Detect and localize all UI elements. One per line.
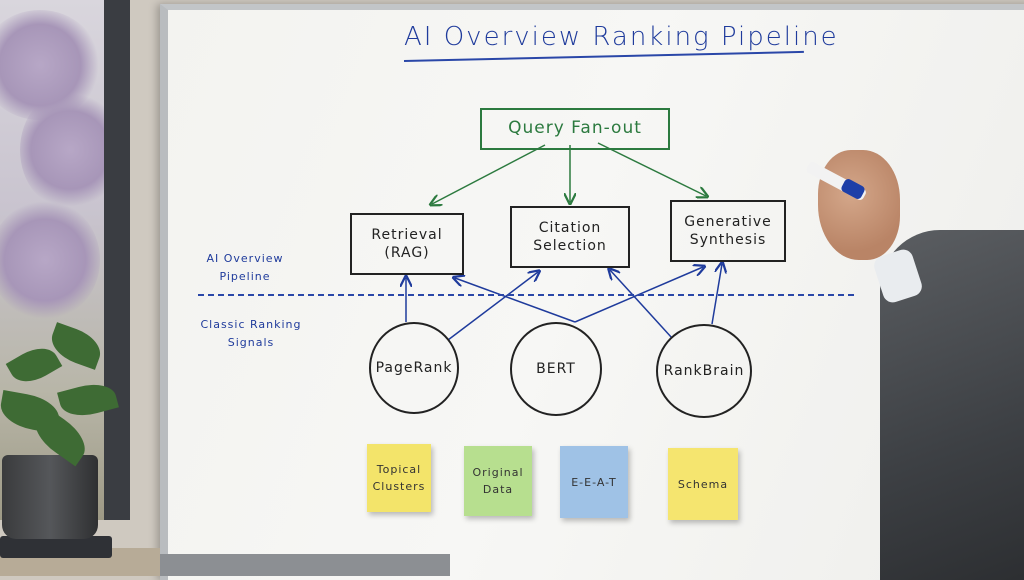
- retrieval-label: Retrieval: [371, 227, 443, 243]
- citation-selection-box: Citation Selection: [510, 206, 630, 268]
- sticky-note-text: Original: [472, 466, 524, 479]
- arrow-bert-retrieval: [455, 278, 576, 323]
- arrow-to-synthesis: [597, 142, 706, 196]
- whiteboard-tray: [150, 554, 450, 576]
- flowering-tree: [20, 90, 120, 210]
- sticky-note-original-data: Original Data: [464, 446, 532, 516]
- sticky-note-topical-clusters: Topical Clusters: [367, 444, 431, 512]
- book: [0, 536, 112, 558]
- sticky-note-text: E-E-A-T: [571, 475, 617, 489]
- arrow-rankbrain-citation: [610, 270, 673, 339]
- query-fanout-box: Query Fan-out: [480, 108, 670, 150]
- synthesis-sublabel: Synthesis: [689, 232, 767, 248]
- pipeline-side-label: AI Overview Pipeline: [200, 250, 290, 286]
- retrieval-sublabel: (RAG): [384, 245, 430, 261]
- sticky-note-schema: Schema: [668, 448, 738, 520]
- sticky-note-text: Data: [482, 483, 514, 496]
- window-frame: [104, 0, 130, 520]
- sticky-note-text: Clusters: [372, 480, 426, 493]
- retrieval-box: Retrieval (RAG): [350, 213, 464, 275]
- signals-side-label-line2: Signals: [227, 336, 275, 349]
- pipeline-side-label-line1: AI Overview: [206, 252, 284, 265]
- signals-side-label: Classic Ranking Signals: [196, 316, 306, 352]
- pipeline-side-label-line2: Pipeline: [219, 270, 271, 283]
- arrow-to-retrieval: [432, 144, 546, 204]
- signals-side-label-line1: Classic Ranking: [200, 318, 302, 331]
- citation-sublabel: Selection: [533, 238, 607, 254]
- board-title: AI Overview Ranking Pipeline: [404, 22, 839, 52]
- rankbrain-circle: RankBrain: [656, 324, 752, 418]
- presenter-hand: [818, 150, 900, 260]
- arrow-pagerank-citation: [447, 272, 538, 341]
- bert-circle: BERT: [510, 322, 602, 416]
- plant-pot: [2, 455, 98, 539]
- sticky-note-eeat: E-E-A-T: [560, 446, 628, 518]
- generative-synthesis-box: Generative Synthesis: [670, 200, 786, 262]
- sticky-note-text: Topical: [376, 463, 422, 476]
- divider-line: [198, 294, 854, 296]
- sticky-note-text: Schema: [677, 477, 729, 491]
- synthesis-label: Generative: [684, 214, 772, 230]
- flowering-tree: [0, 200, 100, 320]
- pagerank-circle: PageRank: [369, 322, 459, 414]
- citation-label: Citation: [538, 220, 602, 236]
